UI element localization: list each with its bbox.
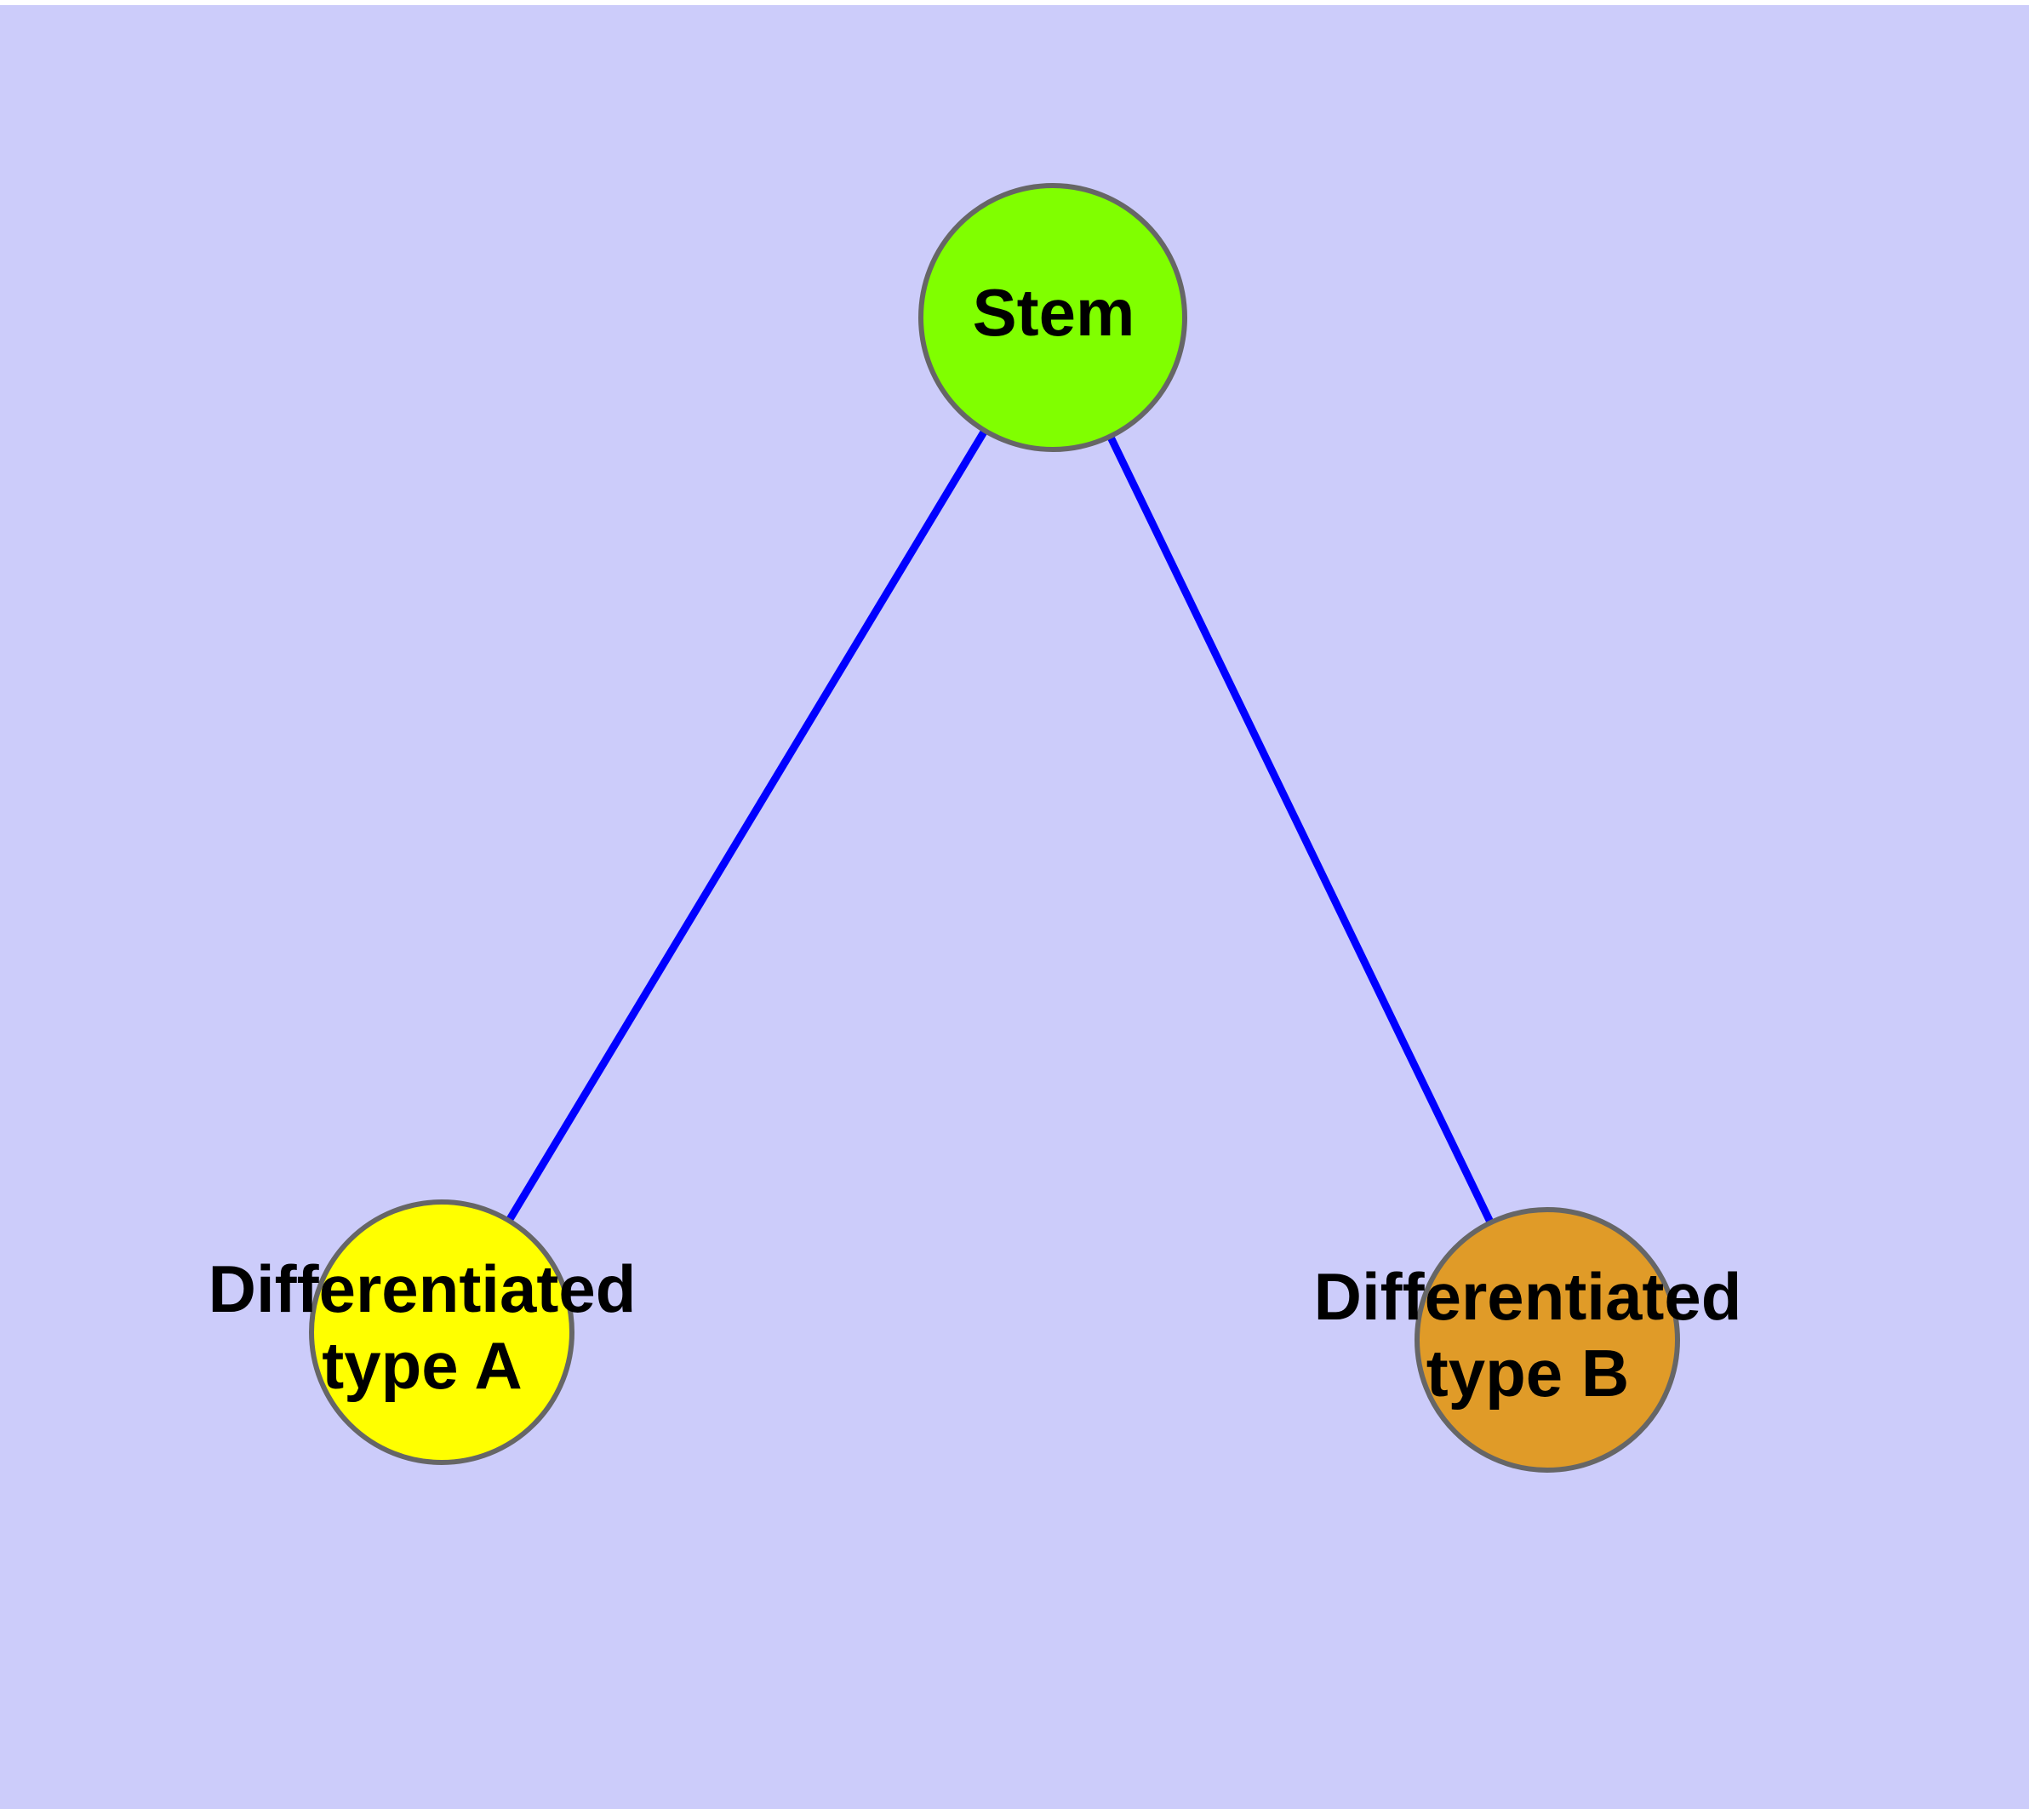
edge-stem-to-differentiated-type-a[interactable]	[438, 315, 1056, 1335]
edge-layer	[438, 315, 1552, 1342]
node-stem[interactable]: Stem	[918, 183, 1187, 452]
node-stem-circle[interactable]	[918, 183, 1187, 452]
node-stem-label: Stem	[973, 275, 1135, 350]
node-differentiated-type-b-circle[interactable]	[1415, 1207, 1680, 1473]
node-differentiated-type-a-circle[interactable]	[309, 1199, 574, 1465]
edge-stem-to-differentiated-type-b[interactable]	[1049, 316, 1552, 1342]
